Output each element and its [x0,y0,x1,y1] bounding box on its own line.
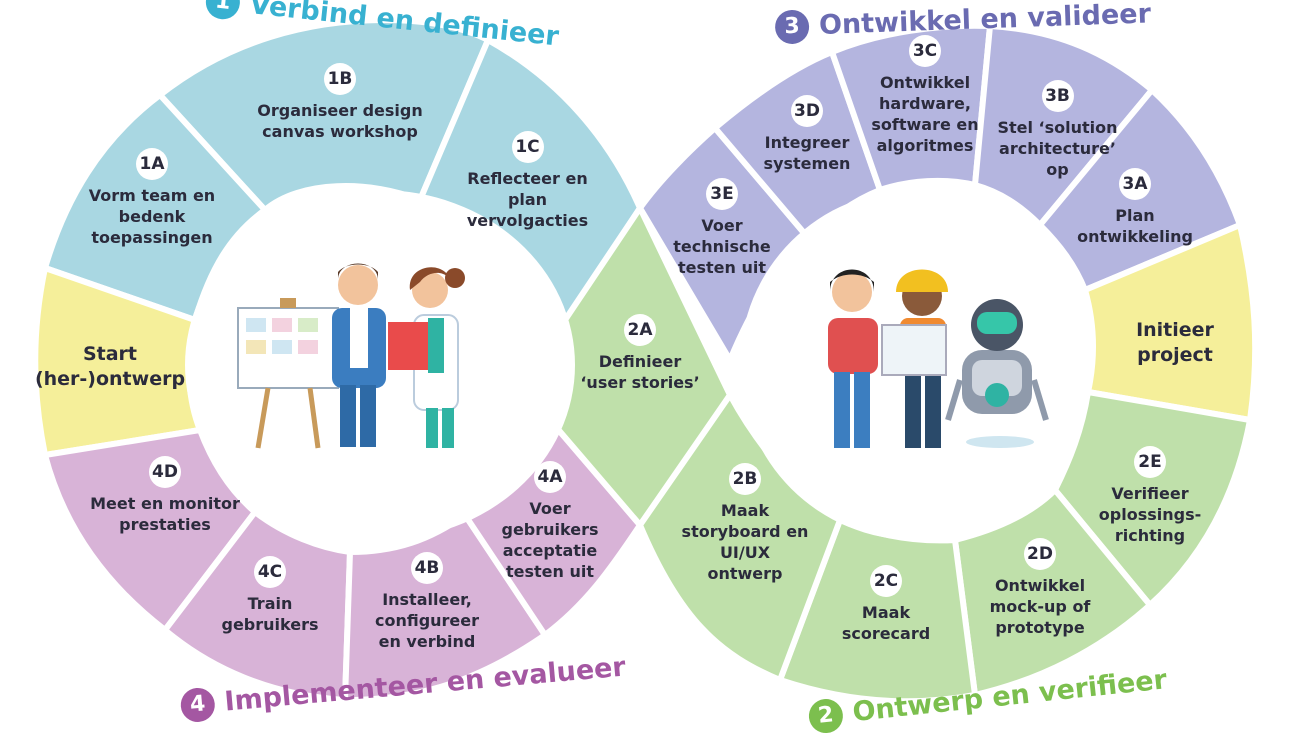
engineer-robot-illustration [828,269,1049,448]
step-code: 4A [534,461,566,493]
step-code: 3A [1119,168,1151,200]
team-planning-illustration [237,263,465,449]
step-text: Voer gebruikers acceptatie testen uit [501,499,599,581]
step-text: Ontwikkel mock-up of prototype [989,576,1091,637]
step-3e: 3E Voer technische testen uit [662,178,782,278]
step-code: 2B [729,463,761,495]
initieer-step: Initieer project [1105,318,1245,368]
step-4d: 4D Meet en monitor prestaties [90,456,240,535]
phase-3-number: 3 [774,9,810,45]
start-step: Start (her-)ontwerp [30,342,190,392]
step-text: Verifieer oplossings-richting [1098,484,1202,545]
initieer-text: Initieer project [1136,319,1214,366]
step-1a: 1A Vorm team en bedenk toepassingen [77,148,227,248]
step-code: 2E [1134,446,1166,478]
step-text: Maak scorecard [841,603,931,643]
step-text: Meet en monitor prestaties [90,494,240,534]
step-code: 3C [909,35,941,67]
step-text: Ontwikkel hardware, software en algoritm… [871,73,979,155]
step-2c: 2C Maak scorecard [821,565,951,644]
segment-3b [971,22,1157,230]
step-2b: 2B Maak storyboard en UI/UX ontwerp [680,463,810,584]
step-2d: 2D Ontwikkel mock-up of prototype [975,538,1105,638]
phase-4-number: 4 [179,686,217,724]
diagram-background [35,16,1256,702]
step-code: 2A [624,314,656,346]
step-text: Plan ontwikkeling [1077,206,1193,246]
step-3b: 3B Stel ‘solution architecture’ op [990,80,1125,180]
step-text: Maak storyboard en UI/UX ontwerp [681,501,809,583]
step-text: Installeer, configureer en verbind [374,590,480,651]
step-code: 4C [254,556,286,588]
step-2a: 2A Definieer ‘user stories’ [575,314,705,393]
step-code: 2C [870,565,902,597]
step-code: 3E [706,178,738,210]
segment-1b [155,16,492,215]
step-4c: 4C Train gebruikers [210,556,330,635]
step-code: 4B [411,552,443,584]
phase-1-number: 1 [204,0,242,21]
step-text: Voer technische testen uit [673,216,771,277]
step-code: 1A [136,148,168,180]
step-text: Definieer ‘user stories’ [580,352,700,392]
step-code: 4D [149,456,181,488]
step-4b: 4B Installeer, configureer en verbind [362,552,492,652]
step-text: Reflecteer en plan vervolgacties [466,169,589,230]
step-2e: 2E Verifieer oplossings-richting [1085,446,1215,546]
phase-2-number: 2 [807,697,845,735]
step-code: 2D [1024,538,1056,570]
step-text: Organiseer design canvas workshop [257,101,423,141]
step-3a: 3A Plan ontwikkeling [1070,168,1200,247]
step-text: Vorm team en bedenk toepassingen [88,186,216,247]
step-code: 3D [791,95,823,127]
step-4a: 4A Voer gebruikers acceptatie testen uit [485,461,615,582]
step-code: 1C [511,131,544,163]
step-3c: 3C Ontwikkel hardware, software en algor… [865,35,985,156]
step-text: Stel ‘solution architecture’ op [997,118,1118,179]
step-text: Train gebruikers [221,594,319,634]
step-3d: 3D Integreer systemen [752,95,862,174]
step-1b: 1B Organiseer design canvas workshop [255,63,425,142]
step-text: Integreer systemen [763,133,851,173]
start-text: Start (her-)ontwerp [34,343,186,390]
step-code: 1B [324,63,356,95]
step-code: 3B [1041,80,1074,112]
step-1c: 1C Reflecteer en plan vervolgacties [445,131,610,231]
